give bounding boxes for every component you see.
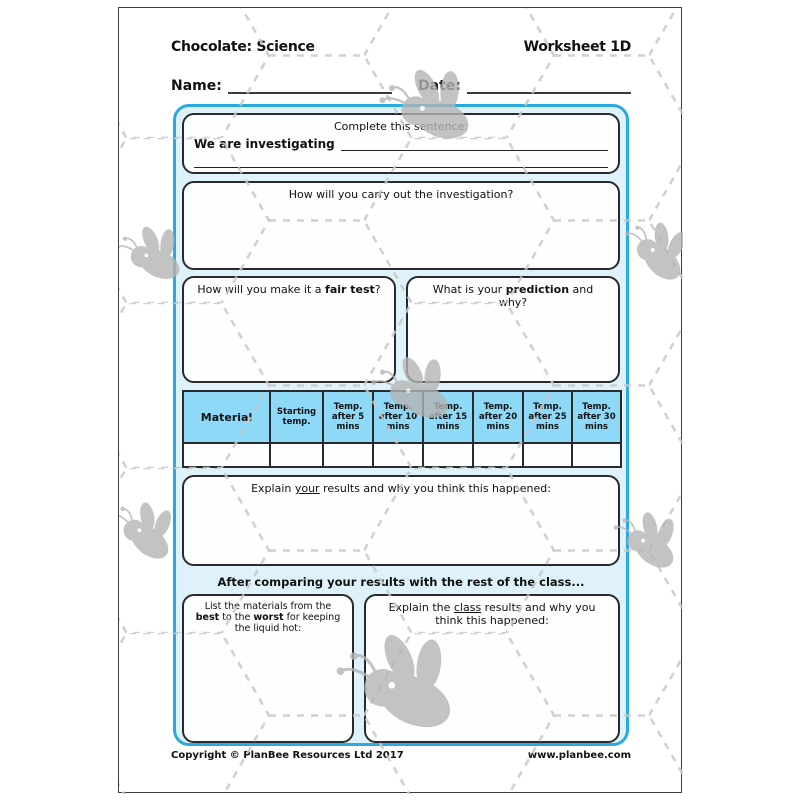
worksheet-number: Worksheet 1D — [523, 39, 632, 55]
col-temp-20: Temp. after 20 mins — [472, 390, 524, 444]
page-footer: Copyright © PlanBee Resources Ltd 2017 w… — [171, 750, 631, 761]
explain-class-results-question: Explain the class results and why you th… — [388, 601, 596, 627]
complete-sentence-box: Complete this sentence: We are investiga… — [182, 113, 620, 174]
fair-test-box: How will you make it a fair test? — [182, 276, 396, 383]
sentence-line-1: We are investigating — [194, 137, 608, 151]
copyright-text: Copyright © PlanBee Resources Ltd 2017 — [171, 750, 404, 761]
cell-temp-5 — [322, 442, 374, 468]
results-table-data-row — [182, 442, 622, 468]
cell-starting-temp — [269, 442, 324, 468]
name-label: Name: — [171, 78, 222, 94]
col-temp-25: Temp. after 25 mins — [522, 390, 573, 444]
website-text: www.planbee.com — [527, 750, 631, 761]
cell-temp-30 — [571, 442, 622, 468]
explain-class-results-box: Explain the class results and why you th… — [364, 594, 620, 743]
sentence-answer-line-1 — [340, 137, 608, 151]
carry-out-box: How will you carry out the investigation… — [182, 181, 620, 270]
name-date-row: Name: Date: — [171, 78, 631, 94]
list-materials-instruction: List the materials from the best to the … — [195, 601, 341, 634]
results-table-header-row: Material Starting temp. Temp. after 5 mi… — [182, 390, 622, 444]
investigating-prompt: We are investigating — [194, 137, 335, 151]
fair-test-question: How will you make it a fair test? — [197, 283, 381, 296]
date-label: Date: — [418, 78, 461, 94]
col-starting-temp: Starting temp. — [269, 390, 324, 444]
cell-temp-15 — [422, 442, 474, 468]
cell-temp-10 — [372, 442, 424, 468]
prediction-question: What is your prediction and why? — [432, 283, 594, 309]
cell-temp-25 — [522, 442, 573, 468]
worksheet-body-container: Complete this sentence: We are investiga… — [173, 104, 629, 746]
col-material: Material — [182, 390, 271, 444]
col-temp-10: Temp. after 10 mins — [372, 390, 424, 444]
compare-results-instruction: After comparing your results with the re… — [217, 575, 585, 589]
worksheet-page: Chocolate: Science Worksheet 1D Name: Da… — [118, 7, 683, 794]
carry-out-question: How will you carry out the investigation… — [288, 188, 514, 201]
sentence-answer-line-2 — [194, 151, 608, 168]
unit-title: Chocolate: Science — [171, 39, 315, 55]
results-table: Material Starting temp. Temp. after 5 mi… — [182, 390, 622, 468]
col-temp-15: Temp. after 15 mins — [422, 390, 474, 444]
explain-your-results-box: Explain your results and why you think t… — [182, 475, 620, 566]
explain-your-results-question: Explain your results and why you think t… — [251, 482, 551, 495]
name-answer-line — [227, 78, 392, 94]
col-temp-5: Temp. after 5 mins — [322, 390, 374, 444]
prediction-box: What is your prediction and why? — [406, 276, 620, 383]
complete-sentence-title: Complete this sentence: — [333, 120, 469, 133]
col-temp-30: Temp. after 30 mins — [571, 390, 622, 444]
page-header: Chocolate: Science Worksheet 1D — [171, 39, 631, 55]
list-materials-box: List the materials from the best to the … — [182, 594, 354, 743]
cell-temp-20 — [472, 442, 524, 468]
date-answer-line — [466, 78, 631, 94]
cell-material — [182, 442, 271, 468]
